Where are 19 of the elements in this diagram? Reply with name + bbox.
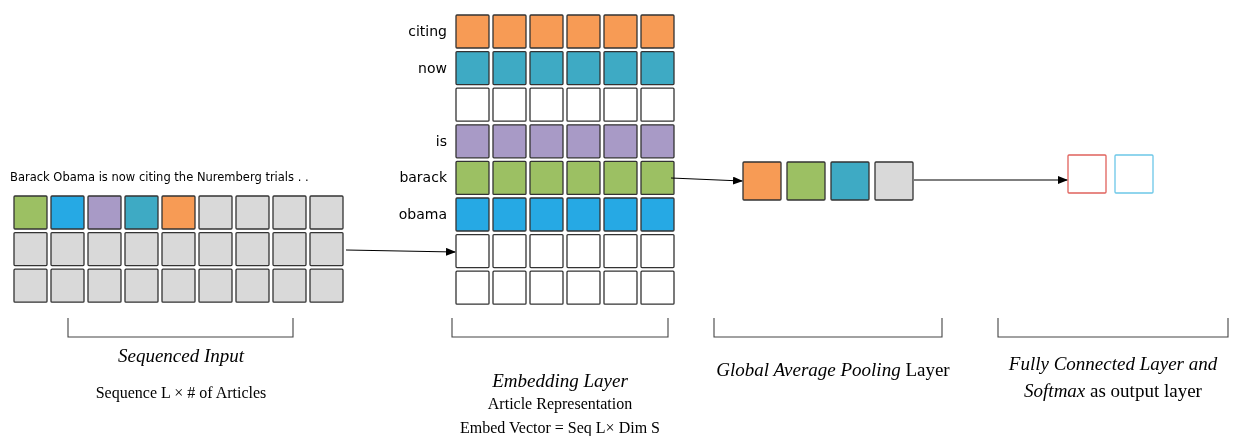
layer-caption: Embed Vector = Seq L× Dim S [459, 418, 661, 436]
input-matrix [10, 168, 346, 304]
pooling-vector [742, 161, 914, 200]
layer-caption: Embedding Layer [491, 369, 629, 393]
row-label: barack [398, 169, 447, 186]
sentence-text: Barack Obama is now citing the Nuremberg trials . . [10, 170, 309, 184]
row-label: citing [407, 23, 447, 39]
row-label: obama [397, 206, 447, 222]
layer-caption: Sequenced Input [116, 344, 246, 368]
layer-caption: Global Average Pooling Layer [715, 358, 951, 382]
row-label: now [417, 59, 447, 76]
arrow [913, 176, 1068, 184]
row-label: is [434, 132, 447, 149]
layer-caption: Article Representation [486, 394, 634, 415]
arrow [345, 247, 456, 256]
layer-caption: Sequence L × # of Articles [94, 383, 268, 404]
arrow [670, 176, 743, 185]
layer-caption: Fully Connected Layer and Softmax as output layer [1007, 352, 1219, 403]
output-layer [1067, 154, 1155, 195]
